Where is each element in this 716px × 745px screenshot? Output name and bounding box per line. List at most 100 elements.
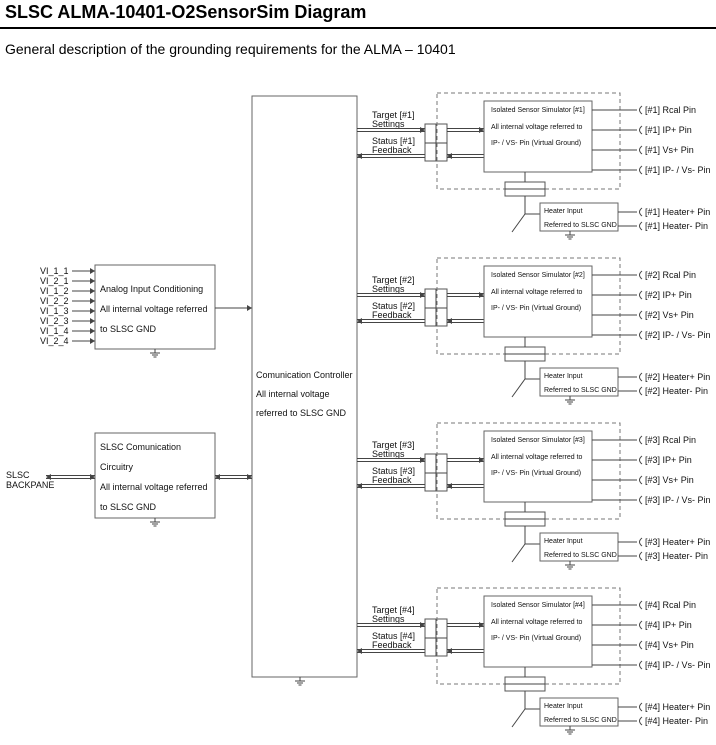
status-bus-arrow-icon	[357, 648, 362, 654]
analog-input-label: VI_1_4	[40, 326, 69, 336]
pin-connector-icon	[639, 105, 643, 115]
pin-connector-icon	[639, 386, 643, 396]
heater-title: Heater Input	[544, 208, 583, 215]
analog-input-label: VI_2_2	[40, 296, 69, 306]
pin-connector-icon	[639, 660, 643, 670]
simulator-title: Isolated Sensor Simulator [#2]	[491, 272, 585, 279]
output-pin-label: [#1] IP- / Vs- Pin	[645, 165, 711, 175]
output-pin-label: [#1] Vs+ Pin	[645, 145, 694, 155]
target-settings-bus	[357, 623, 425, 627]
status-feedback-label: Status [#2]	[372, 301, 415, 311]
controller-title: Comunication Controller	[256, 370, 353, 380]
backplane-label: SLSC	[6, 470, 30, 480]
isolated-sensor-simulator-box	[483, 100, 593, 173]
heater-pin-label: [#4] Heater- Pin	[645, 716, 708, 726]
isolated-sensor-simulator-box	[483, 595, 593, 668]
isolated-sensor-simulator-box	[483, 430, 593, 503]
heater-pin-label: [#3] Heater- Pin	[645, 551, 708, 561]
heater-label: Referred to SLSC GND	[544, 222, 617, 229]
analog-input-arrow-icon	[90, 278, 95, 284]
isolated-domain-boundary	[436, 92, 621, 190]
heater-feed-wire	[511, 213, 526, 233]
pin-connector-icon	[639, 495, 643, 505]
target-settings-label: Settings	[372, 119, 405, 129]
status-feedback-bus	[357, 649, 425, 653]
pin-connector-icon	[639, 475, 643, 485]
isolated-domain-boundary	[436, 257, 621, 355]
output-pin-label: [#4] Vs+ Pin	[645, 640, 694, 650]
target-settings-label: Target [#1]	[372, 110, 415, 120]
comm-bus-arrow-icon	[215, 474, 220, 480]
simulator-title: Isolated Sensor Simulator [#3]	[491, 437, 585, 444]
comm-ground-icon	[150, 518, 160, 527]
isolated-status-bus	[447, 649, 484, 653]
analog-block-label: to SLSC GND	[100, 324, 157, 334]
pin-connector-icon	[639, 551, 643, 561]
status-bus-arrow-icon	[357, 318, 362, 324]
analog-input-arrow-icon	[90, 268, 95, 274]
pin-connector-icon	[639, 221, 643, 231]
pin-connector-icon	[639, 600, 643, 610]
target-settings-bus	[357, 128, 425, 132]
comm-to-controller-bus	[215, 475, 252, 479]
isolated-sensor-simulator-box	[483, 265, 593, 338]
heater-pin-label: [#1] Heater- Pin	[645, 221, 708, 231]
output-pin-label: [#3] IP- / Vs- Pin	[645, 495, 711, 505]
page-subtitle: General description of the grounding req…	[5, 41, 456, 57]
comm-block-label: Circuitry	[100, 462, 133, 472]
isolated-status-bus	[447, 319, 484, 323]
page-title: SLSC ALMA-10401-O2SensorSim Diagram	[5, 2, 367, 22]
title-divider	[0, 27, 716, 29]
output-pin-label: [#4] IP+ Pin	[645, 620, 692, 630]
analog-input-label: VI_2_1	[40, 276, 69, 286]
simulator-title: Isolated Sensor Simulator [#4]	[491, 602, 585, 609]
pin-connector-icon	[639, 537, 643, 547]
heater-title: Heater Input	[544, 373, 583, 380]
analog-to-controller-arrow-icon	[247, 305, 252, 311]
output-pin-label: [#4] Rcal Pin	[645, 600, 696, 610]
status-bus-arrow-icon	[447, 648, 452, 654]
analog-input-label: VI_1_3	[40, 306, 69, 316]
backplane-label: BACKPANE	[6, 480, 54, 490]
pin-connector-icon	[639, 620, 643, 630]
comm-block-label: All internal voltage referred	[100, 482, 208, 492]
output-pin-label: [#3] IP+ Pin	[645, 455, 692, 465]
analog-block-title: Analog Input Conditioning	[100, 284, 203, 294]
analog-input-conditioning-box	[94, 264, 216, 350]
status-feedback-bus	[357, 154, 425, 158]
heater-label: Referred to SLSC GND	[544, 387, 617, 394]
output-pin-label: [#3] Vs+ Pin	[645, 475, 694, 485]
output-pin-label: [#4] IP- / Vs- Pin	[645, 660, 711, 670]
simulator-title: Isolated Sensor Simulator [#1]	[491, 107, 585, 114]
target-bus-arrow-icon	[479, 457, 484, 463]
analog-input-label: VI_1_2	[40, 286, 69, 296]
pin-connector-icon	[639, 145, 643, 155]
target-bus-arrow-icon	[479, 127, 484, 133]
heater-ground-icon	[565, 231, 575, 240]
isolated-status-bus	[447, 154, 484, 158]
backplane-arrow-icon	[90, 474, 95, 480]
pin-connector-icon	[639, 207, 643, 217]
heater-input-box	[539, 532, 619, 562]
output-pin-label: [#2] IP+ Pin	[645, 290, 692, 300]
isolated-status-bus	[447, 484, 484, 488]
status-feedback-bus	[357, 484, 425, 488]
isolated-target-bus	[447, 128, 484, 132]
status-bus-arrow-icon	[357, 153, 362, 159]
pin-connector-icon	[639, 165, 643, 175]
status-feedback-label: Status [#3]	[372, 466, 415, 476]
output-pin-label: [#1] IP+ Pin	[645, 125, 692, 135]
target-bus-arrow-icon	[420, 127, 425, 133]
target-bus-arrow-icon	[479, 292, 484, 298]
simulator-label: IP- / VS- Pin (Virtual Ground)	[491, 470, 581, 477]
pin-connector-icon	[639, 310, 643, 320]
heater-input-box	[539, 697, 619, 727]
target-bus-arrow-icon	[420, 292, 425, 298]
analog-input-label: VI_2_4	[40, 336, 69, 346]
heater-input-box	[539, 202, 619, 232]
analog-input-label: VI_2_3	[40, 316, 69, 326]
heater-label: Referred to SLSC GND	[544, 717, 617, 724]
heater-pin-label: [#2] Heater- Pin	[645, 386, 708, 396]
status-bus-arrow-icon	[447, 153, 452, 159]
isolated-target-bus	[447, 623, 484, 627]
